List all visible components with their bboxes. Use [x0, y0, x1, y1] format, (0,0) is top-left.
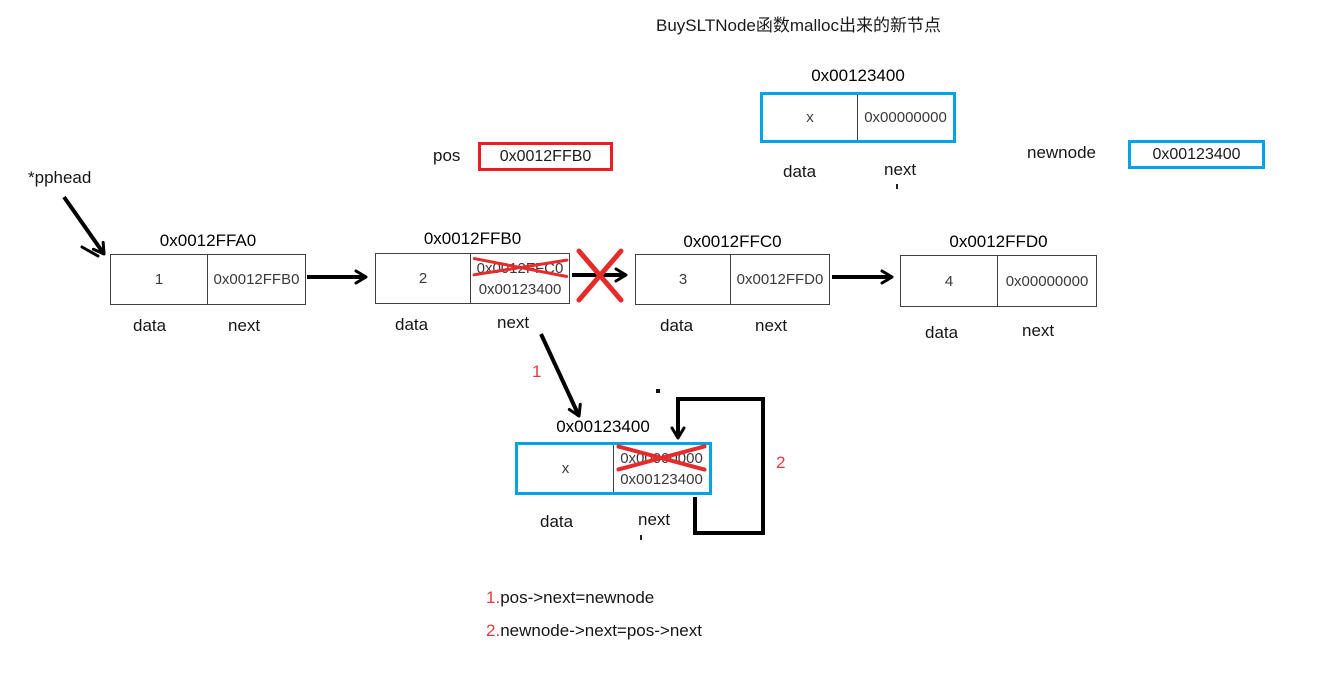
node2-box: 2 0x0012FFC0 0x00123400	[375, 253, 570, 304]
node4-address: 0x0012FFD0	[949, 232, 1048, 251]
malloc-node-next-cell: 0x00000000	[858, 95, 953, 140]
malloc-node-address: 0x00123400	[811, 66, 905, 85]
dot-mark	[656, 389, 660, 393]
node1-data-cell: 1	[111, 255, 208, 304]
pos-value: 0x0012FFB0	[499, 147, 592, 165]
node1-data-label: data	[133, 316, 167, 335]
malloc-node-next-value: 0x00000000	[864, 109, 947, 126]
inserted-node-data-label: data	[540, 512, 574, 531]
node4-data-label: data	[925, 323, 959, 342]
node2-data-label: data	[395, 315, 429, 334]
broken-link-cross-line	[576, 248, 624, 303]
node2-address: 0x0012FFB0	[423, 229, 522, 248]
step2-code: newnode->next=pos->next	[500, 621, 702, 640]
node4-next-value: 0x00000000	[1005, 272, 1089, 290]
inserted-next-old-wrap: 0x00000000	[616, 444, 707, 472]
node4-data-value: 4	[944, 272, 954, 290]
malloc-node-next-label: next	[884, 160, 917, 179]
node1-next-label: next	[228, 316, 261, 335]
step1-marker: 1	[532, 362, 542, 381]
inserted-node-data-value: x	[561, 460, 570, 477]
node1-next-cell: 0x0012FFB0	[208, 255, 305, 304]
node1-address: 0x0012FFA0	[159, 231, 257, 250]
node2-data-value: 2	[418, 270, 428, 287]
node4-next-cell: 0x00000000	[998, 256, 1096, 306]
tick-mark	[640, 535, 642, 540]
node4-box: 4 0x00000000	[900, 255, 1097, 307]
inserted-node-data-cell: x	[518, 445, 614, 492]
inserted-node-box: x 0x00000000 0x00123400	[515, 442, 712, 495]
node4-data-cell: 4	[901, 256, 998, 306]
node3-address: 0x0012FFC0	[683, 232, 782, 251]
step1-code: pos->next=newnode	[500, 588, 655, 607]
node1-next-value: 0x0012FFB0	[213, 271, 300, 288]
broken-link-cross-line	[576, 248, 624, 303]
malloc-node-data-cell: x	[763, 95, 858, 140]
inserted-next-new-value: 0x00123400	[620, 470, 703, 488]
node4-next-label: next	[1022, 321, 1055, 340]
malloc-node-data-value: x	[806, 109, 814, 126]
node2-next-old-value: 0x0012FFC0	[476, 259, 564, 277]
inserted-node-next-label: next	[638, 510, 671, 529]
newnode-value: 0x00123400	[1152, 145, 1241, 163]
step1-code-line: 1.pos->next=newnode	[486, 588, 654, 608]
step2-code-line: 2.newnode->next=pos->next	[486, 621, 702, 641]
pphead-arrow-stroke	[80, 245, 100, 258]
inserted-node-address: 0x00123400	[556, 417, 650, 436]
pos-value-box: 0x0012FFB0	[478, 142, 613, 171]
malloc-node-box: x 0x00000000	[760, 92, 956, 143]
node3-box: 3 0x0012FFD0	[635, 254, 830, 305]
inserted-node-next-cell: 0x00000000 0x00123400	[614, 444, 709, 492]
newnode-value-box: 0x00123400	[1128, 140, 1265, 169]
node2-data-cell: 2	[376, 254, 471, 303]
arrow-pos-next-to-newnode	[539, 333, 582, 418]
node1-data-value: 1	[154, 271, 164, 288]
step2-number: 2.	[486, 621, 501, 640]
pos-label: pos	[433, 146, 461, 165]
diagram-title: BuySLTNode函数malloc出来的新节点	[656, 16, 941, 35]
inserted-next-old-value: 0x00000000	[620, 449, 703, 467]
node1-box: 1 0x0012FFB0	[110, 254, 306, 305]
step1-number: 1.	[486, 588, 501, 607]
malloc-node-data-label: data	[783, 162, 817, 181]
step2-marker: 2	[776, 453, 786, 472]
node3-data-value: 3	[678, 271, 688, 288]
node3-next-value: 0x0012FFD0	[736, 271, 824, 288]
node3-data-label: data	[660, 316, 694, 335]
node2-next-cell: 0x0012FFC0 0x00123400	[471, 254, 569, 303]
node2-next-label: next	[497, 313, 530, 332]
node3-data-cell: 3	[636, 255, 731, 304]
tick-mark	[896, 184, 898, 189]
node2-next-old-wrap: 0x0012FFC0	[472, 256, 568, 279]
node3-next-label: next	[755, 316, 788, 335]
node3-next-cell: 0x0012FFD0	[731, 255, 829, 304]
newnode-label: newnode	[1027, 143, 1097, 162]
node2-next-new-value: 0x00123400	[478, 280, 562, 298]
pphead-label: *pphead	[28, 168, 92, 187]
pphead-arrow	[62, 195, 106, 256]
